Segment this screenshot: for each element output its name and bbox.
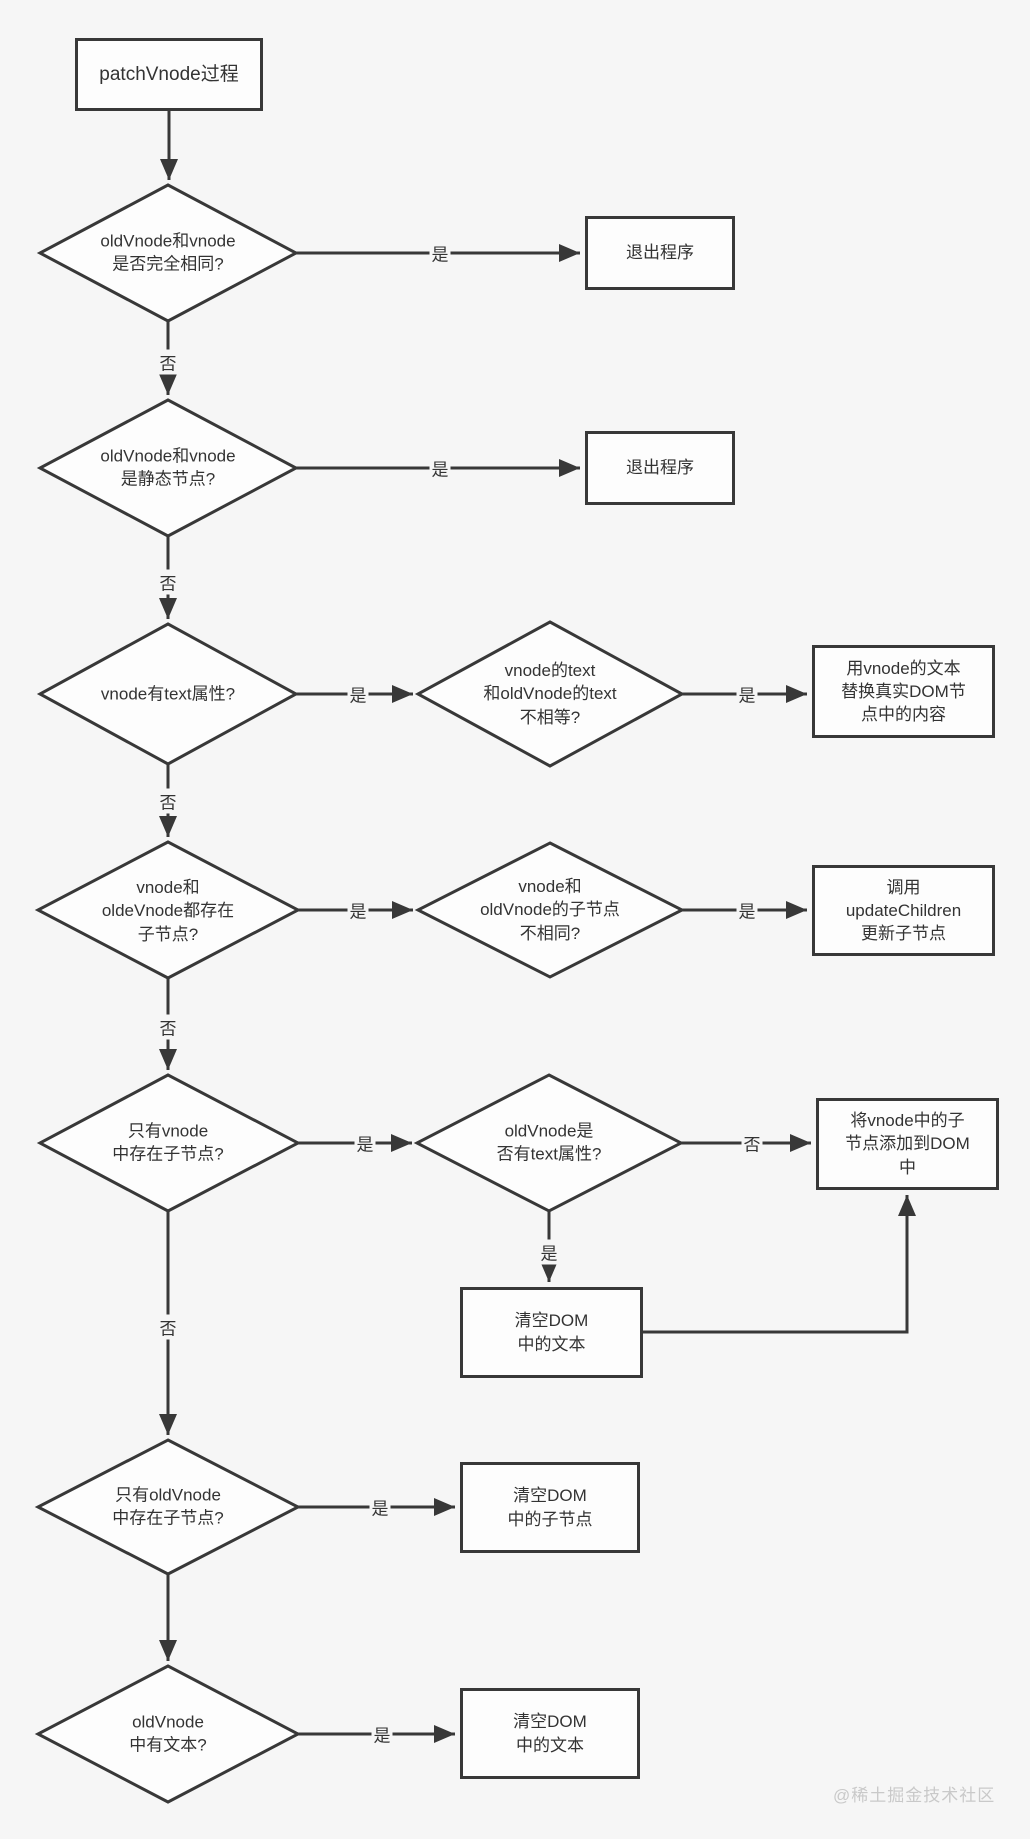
- decision-both-children-line-2: oldeVnode都存在: [101, 901, 235, 921]
- clear-text-mid-line-2: 中的文本: [517, 1334, 586, 1354]
- exit-program-node-2: 退出程序: [585, 431, 735, 505]
- decision-text-diff-line-2: 和oldVnode的text: [483, 684, 617, 704]
- edge-label-no-2: 否: [157, 569, 179, 595]
- update-children-line-2: updateChildren: [845, 900, 962, 920]
- start-node: patchVnode过程: [75, 38, 263, 111]
- decision-old-text-line-1: oldVnode: [132, 1712, 204, 1732]
- clear-text-bottom-node: 清空DOM 中的文本: [460, 1688, 640, 1779]
- exit-program-label-1: 退出程序: [626, 243, 694, 263]
- edge-label-yes-1: 是: [429, 240, 451, 266]
- start-node-label: patchVnode过程: [99, 63, 239, 85]
- decision-old-text-diamond: [34, 1664, 302, 1804]
- edge-clear-text-mid-to-add-children: [643, 1195, 916, 1334]
- clear-text-mid-node: 清空DOM 中的文本: [460, 1287, 643, 1378]
- decision-children-diff-line-1: vnode和: [518, 876, 582, 896]
- edge-label-yes-5b: 是: [538, 1239, 560, 1265]
- decision-only-old-text: 只有oldVnode 中存在子节点?: [112, 1484, 223, 1531]
- decision-text-diff-line-1: vnode的text: [504, 660, 596, 680]
- add-children-line-3: 中: [899, 1157, 916, 1177]
- edge-label-no-4: 否: [157, 1014, 179, 1040]
- decision-only-vnode-diamond: [36, 1073, 302, 1213]
- edge-label-yes-2: 是: [429, 455, 451, 481]
- decision-old-has-text-line-1: oldVnode是: [504, 1121, 594, 1141]
- decision-old-has-text-text: oldVnode是 否有text属性?: [497, 1120, 602, 1167]
- clear-text-bottom-line-2: 中的文本: [516, 1735, 584, 1755]
- decision-old-text-text: oldVnode 中有文本?: [129, 1711, 206, 1758]
- edge-label-yes-4b: 是: [736, 897, 758, 923]
- edge-label-no-5: 否: [157, 1314, 179, 1340]
- decision-children-diff-text: vnode和 oldVnode的子节点 不相同?: [480, 875, 620, 945]
- decision-same-diamond: [36, 183, 300, 323]
- decision-only-old-diamond: [34, 1438, 302, 1576]
- decision-only-vnode-line-1: 只有vnode: [127, 1121, 209, 1141]
- decision-static-text: oldVnode和vnode 是静态节点?: [100, 445, 235, 492]
- decision-both-children-line-3: 子节点?: [137, 924, 199, 944]
- decision-both-children-line-1: vnode和: [136, 877, 200, 897]
- decision-text-diff-diamond: [414, 620, 686, 768]
- edge-label-no-3: 否: [157, 788, 179, 814]
- replace-text-line-2: 替换真实DOM节: [841, 681, 966, 701]
- decision-old-has-text-line-2: 否有text属性?: [496, 1145, 602, 1164]
- decision-same-text: oldVnode和vnode 是否完全相同?: [100, 230, 235, 277]
- exit-program-node-1: 退出程序: [585, 216, 735, 290]
- decision-text-diff-line-3: 不相等?: [519, 707, 581, 727]
- edge-label-yes-6: 是: [369, 1494, 391, 1520]
- add-children-line-1: 将vnode中的子: [850, 1111, 965, 1131]
- exit-program-label-2: 退出程序: [626, 458, 694, 478]
- decision-only-old-line-1: 只有oldVnode: [115, 1485, 221, 1505]
- edge-label-yes-3b: 是: [736, 681, 758, 707]
- decision-only-vnode-line-2: 中存在子节点?: [112, 1145, 224, 1164]
- edge-label-yes-4: 是: [347, 897, 369, 923]
- decision-children-diff-diamond: [414, 841, 686, 979]
- decision-static-line-2: 是静态节点?: [120, 470, 216, 489]
- decision-static-line-1: oldVnode和vnode: [100, 446, 236, 466]
- add-children-line-2: 节点添加到DOM: [845, 1134, 970, 1154]
- clear-children-node: 清空DOM 中的子节点: [460, 1462, 640, 1553]
- update-children-line-1: 调用: [886, 877, 921, 897]
- update-children-node: 调用 updateChildren 更新子节点: [812, 865, 995, 956]
- add-children-node: 将vnode中的子 节点添加到DOM 中: [816, 1098, 999, 1190]
- decision-same-line-1: oldVnode和vnode: [100, 231, 236, 251]
- edge-label-yes-3: 是: [347, 681, 369, 707]
- decision-both-children-text: vnode和 oldeVnode都存在 子节点?: [102, 876, 234, 946]
- edge-label-no-5b: 否: [741, 1130, 763, 1156]
- update-children-line-3: 更新子节点: [861, 924, 946, 944]
- replace-text-line-1: 用vnode的文本: [846, 658, 961, 678]
- edge-label-no-1: 否: [157, 349, 179, 375]
- decision-static-diamond: [36, 398, 300, 538]
- edge-label-yes-7: 是: [371, 1721, 393, 1747]
- decision-children-diff-line-3: 不相同?: [519, 923, 581, 943]
- decision-has-text-text: vnode有text属性?: [101, 682, 235, 705]
- decision-has-text-diamond: [36, 622, 300, 766]
- watermark: @稀土掘金技术社区: [833, 1786, 996, 1805]
- replace-text-node: 用vnode的文本 替换真实DOM节 点中的内容: [812, 645, 995, 738]
- decision-only-old-line-2: 中存在子节点?: [112, 1509, 224, 1528]
- clear-children-line-2: 中的子节点: [507, 1509, 593, 1529]
- decision-text-diff-text: vnode的text 和oldVnode的text 不相等?: [483, 659, 616, 729]
- decision-old-has-text-diamond: [413, 1073, 685, 1213]
- clear-text-mid-line-1: 清空DOM: [514, 1311, 589, 1331]
- decision-same-line-2: 是否完全相同?: [112, 255, 224, 274]
- decision-both-children-diamond: [34, 840, 302, 980]
- clear-text-bottom-line-1: 清空DOM: [513, 1712, 587, 1732]
- decision-has-text-line-1: vnode有text属性?: [100, 684, 236, 704]
- replace-text-line-3: 点中的内容: [861, 705, 946, 725]
- decision-children-diff-line-2: oldVnode的子节点: [480, 900, 620, 920]
- decision-only-vnode-text: 只有vnode 中存在子节点?: [112, 1120, 223, 1167]
- clear-children-line-1: 清空DOM: [513, 1486, 587, 1506]
- decision-old-text-line-2: 中有文本?: [129, 1736, 207, 1755]
- edge-label-yes-5: 是: [354, 1130, 376, 1156]
